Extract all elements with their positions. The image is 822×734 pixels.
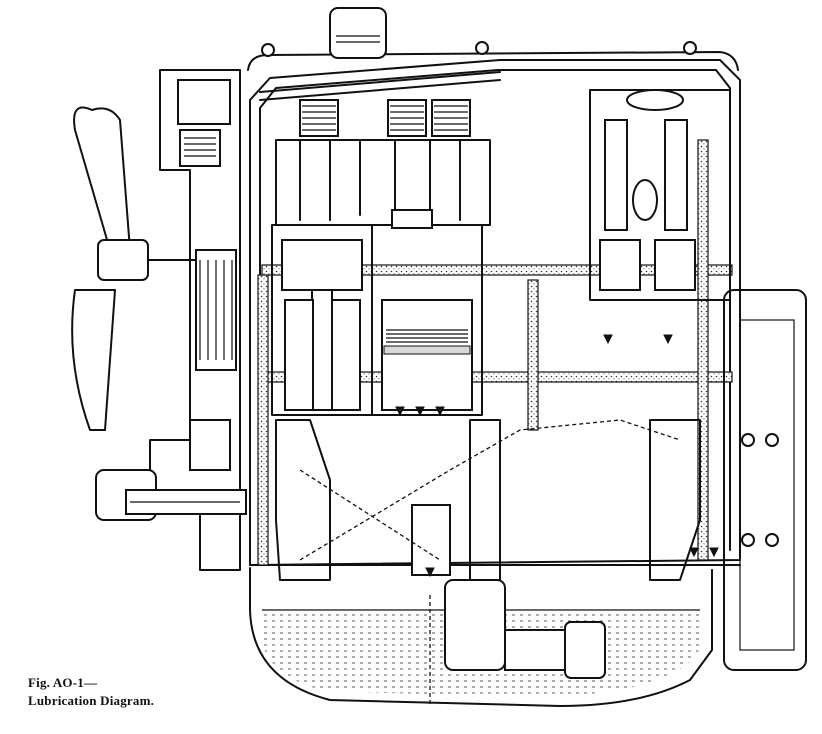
crankshaft	[275, 419, 701, 581]
crank-pulley	[95, 469, 247, 521]
center-cylinder	[371, 224, 483, 416]
vertical-oil-passage	[527, 279, 539, 431]
water-pump	[177, 79, 231, 125]
piston	[281, 239, 363, 291]
lifter	[654, 239, 696, 291]
oil-flow-arrows	[395, 334, 719, 578]
main-oil-gallery	[261, 264, 733, 276]
piston	[381, 299, 473, 411]
rear-valve-train	[589, 89, 731, 301]
front-oil-passage	[257, 274, 269, 566]
oil-galleries	[257, 139, 733, 566]
rear-oil-passage	[697, 139, 709, 561]
oil-pump-outlet	[504, 629, 566, 671]
thermostat	[179, 129, 221, 167]
cover-stud	[475, 41, 489, 55]
cooling-fan	[71, 106, 221, 431]
flywheel-housing	[723, 289, 807, 671]
figure-caption: Fig. AO-1— Lubrication Diagram.	[28, 674, 154, 710]
oil-strainer	[564, 621, 606, 679]
oil-pump	[429, 579, 606, 705]
lifter	[599, 239, 641, 291]
crank-journal	[411, 504, 451, 576]
timing-cover	[149, 69, 241, 571]
fan-hub	[97, 239, 149, 281]
valve-stem	[632, 179, 658, 221]
oil-pump-body	[444, 579, 506, 671]
cover-stud	[683, 41, 697, 55]
valve-train	[259, 71, 501, 229]
caption-figure-number: Fig. AO-1—	[28, 675, 98, 690]
breather-cap	[329, 7, 387, 59]
valve-head	[391, 209, 433, 229]
cover-stud	[261, 43, 275, 57]
connecting-rod	[311, 289, 333, 411]
left-cylinder	[271, 224, 373, 416]
timing-gear	[189, 419, 231, 471]
caption-title: Lubrication Diagram.	[28, 693, 155, 708]
valve-cover	[247, 7, 739, 71]
